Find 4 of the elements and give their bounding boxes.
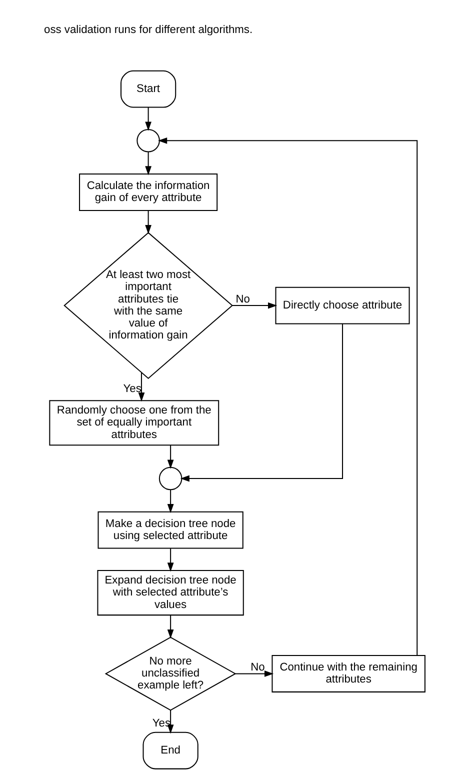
label: oss validation runs for different algorithms. xyxy=(44,24,252,36)
edge-label: Yes xyxy=(122,382,141,395)
edge-label: No xyxy=(250,661,264,674)
edge-label: No xyxy=(235,293,250,306)
